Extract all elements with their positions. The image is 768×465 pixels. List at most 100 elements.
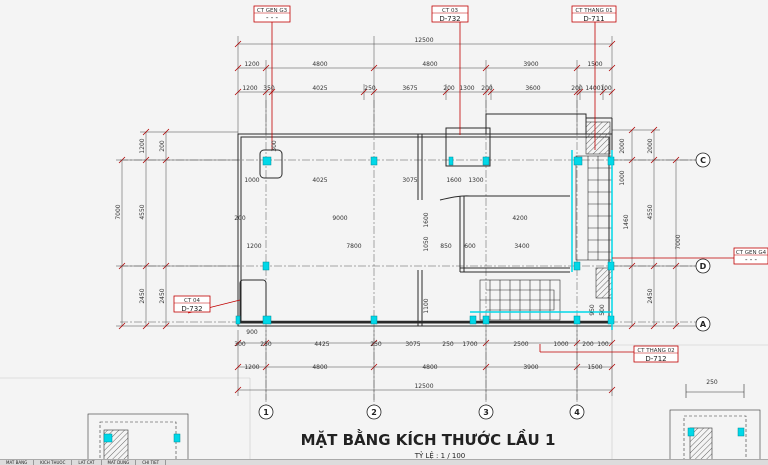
dim-text: 1200 bbox=[246, 243, 261, 250]
dim-left-outer-1: 7000 bbox=[115, 204, 122, 219]
dimension-ticks-top bbox=[234, 40, 616, 96]
dim-text: 1000 bbox=[553, 341, 568, 348]
dim-text: 1700 bbox=[462, 341, 477, 348]
axis-label-2: 2 bbox=[371, 408, 377, 417]
dim-text: 1050 bbox=[423, 236, 430, 251]
hatched-areas bbox=[103, 121, 713, 461]
dim-text: 250 bbox=[260, 341, 272, 348]
dim-text: 4025 bbox=[312, 177, 327, 184]
staircase-upper bbox=[575, 155, 613, 261]
dim-text: 200 bbox=[443, 85, 455, 92]
dim-text: 250 bbox=[706, 379, 718, 386]
dim-bottom-chain-1: 300 250 4425 250 3075 250 1700 2500 1000… bbox=[234, 341, 609, 348]
dim-left-inner-1: 1200 bbox=[139, 138, 146, 153]
callout-bottom-text: - - - bbox=[266, 14, 279, 22]
dim-text: 1500 bbox=[587, 364, 602, 371]
dim-text: 1200 bbox=[242, 85, 257, 92]
structural-columns bbox=[235, 156, 615, 325]
layout-tab[interactable]: MAT BANG bbox=[0, 460, 35, 465]
callout-bottom-text: - - - bbox=[745, 256, 758, 264]
dim-text: 3675 bbox=[402, 85, 417, 92]
dim-top-overall: 12500 bbox=[414, 37, 433, 44]
dim-text: 300 bbox=[271, 140, 278, 152]
dim-text: 200 bbox=[582, 341, 594, 348]
callout-tag-ct-04[interactable]: CT 04 D-732 bbox=[173, 295, 211, 313]
dim-left-inner-3: 200 bbox=[159, 140, 166, 152]
drawing-scale: TỶ LỆ : 1 / 100 bbox=[414, 451, 466, 460]
dim-text: 1100 bbox=[423, 298, 430, 313]
dim-text: 250 bbox=[364, 85, 376, 92]
dim-text: 3075 bbox=[405, 341, 420, 348]
detail-columns bbox=[103, 427, 745, 443]
dim-right-outer-1: 7000 bbox=[675, 234, 682, 249]
callout-top-text: CT THANG 01 bbox=[575, 8, 612, 14]
dim-text: 100 bbox=[597, 341, 609, 348]
dim-text: 900 bbox=[246, 329, 258, 336]
callout-top-text: CT GEN G3 bbox=[257, 8, 288, 14]
axis-bubbles bbox=[258, 152, 711, 420]
callout-tag-ct-gen-top[interactable]: CT GEN G3 - - - bbox=[253, 5, 291, 23]
dim-text: 4800 bbox=[312, 61, 327, 68]
dim-text: 4800 bbox=[312, 364, 327, 371]
axis-label-d: D bbox=[700, 262, 707, 271]
dim-right-inner-3: 2450 bbox=[647, 288, 654, 303]
dim-text: 4025 bbox=[312, 85, 327, 92]
dim-text: 200 bbox=[234, 215, 246, 222]
dim-text: 3900 bbox=[523, 364, 538, 371]
axis-label-a: A bbox=[700, 320, 707, 329]
callout-bottom-text: D-732 bbox=[439, 15, 460, 23]
callout-tag-ct-gen-right[interactable]: CT GEN G4 - - - bbox=[733, 247, 768, 265]
interior-dimensions: 9000 7800 4200 3400 4025 3075 1000 1200 … bbox=[234, 138, 718, 386]
callout-bottom-text: D-712 bbox=[645, 355, 666, 363]
dim-text: 1200 bbox=[244, 364, 259, 371]
dim-text: 200 bbox=[571, 85, 583, 92]
callout-tag-ct-03[interactable]: CT 03 D-732 bbox=[431, 5, 469, 23]
dim-text: 600 bbox=[464, 243, 476, 250]
dim-right-inner-2: 4550 bbox=[647, 204, 654, 219]
layout-tab[interactable]: KICH THUOC bbox=[34, 460, 73, 465]
dim-text: 100 bbox=[600, 85, 612, 92]
dim-right-inner-1: 2000 bbox=[647, 138, 654, 153]
dim-text: 1500 bbox=[587, 61, 602, 68]
cyan-wall-accents bbox=[470, 150, 613, 330]
dim-text: 1000 bbox=[244, 177, 259, 184]
dim-text: 500 bbox=[599, 304, 606, 316]
dim-text: 1400 bbox=[585, 85, 600, 92]
dim-text: 1300 bbox=[468, 177, 483, 184]
callout-top-text: CT GEN G4 bbox=[736, 250, 767, 256]
dimension-lines-bottom bbox=[237, 330, 613, 400]
staircase-lower bbox=[479, 279, 561, 321]
dim-top-chain-2: 1200 350 4025 250 3675 200 1300 200 3600… bbox=[242, 85, 612, 92]
dim-text: 1200 bbox=[244, 61, 259, 68]
dim-text: 300 bbox=[234, 341, 246, 348]
dim-text: 1460 bbox=[623, 214, 630, 229]
callout-bottom-text: D-711 bbox=[583, 15, 604, 23]
callout-top-text: CT 03 bbox=[442, 8, 458, 14]
dim-text: 3600 bbox=[525, 85, 540, 92]
dim-text: 3400 bbox=[514, 243, 529, 250]
dim-text: 250 bbox=[370, 341, 382, 348]
dim-bottom-chain-2: 1200 4800 4800 3900 1500 bbox=[244, 364, 602, 371]
dim-text: 7800 bbox=[346, 243, 361, 250]
dim-left-outer-2: 2450 bbox=[139, 288, 146, 303]
dim-text: 3075 bbox=[402, 177, 417, 184]
callout-tag-ct-thang-top[interactable]: CT THANG 01 D-711 bbox=[571, 5, 617, 23]
callout-top-text: CT THANG 02 bbox=[637, 348, 674, 354]
dim-text: 1600 bbox=[423, 212, 430, 227]
axis-label-c: C bbox=[700, 156, 706, 165]
layout-tab[interactable]: CHI TIET bbox=[136, 460, 167, 465]
dim-text: 4425 bbox=[314, 341, 329, 348]
dim-text: 950 bbox=[589, 304, 596, 316]
layout-tab[interactable]: LAT CAT bbox=[72, 460, 102, 465]
dim-text: 1000 bbox=[619, 170, 626, 185]
drawing-title: MẶT BẰNG KÍCH THƯỚC LẦU 1 bbox=[301, 428, 556, 449]
dim-text: 2500 bbox=[513, 341, 528, 348]
layout-tab[interactable]: MAT DUNG bbox=[102, 460, 137, 465]
axis-label-1: 1 bbox=[263, 408, 269, 417]
dim-text: 4800 bbox=[422, 364, 437, 371]
dim-top-chain-1: 1200 4800 4800 3900 1500 bbox=[244, 61, 602, 68]
callout-tag-ct-thang-bottom[interactable]: CT THANG 02 D-712 bbox=[633, 345, 679, 363]
dim-text: 350 bbox=[263, 85, 275, 92]
dim-text: 4200 bbox=[512, 215, 527, 222]
